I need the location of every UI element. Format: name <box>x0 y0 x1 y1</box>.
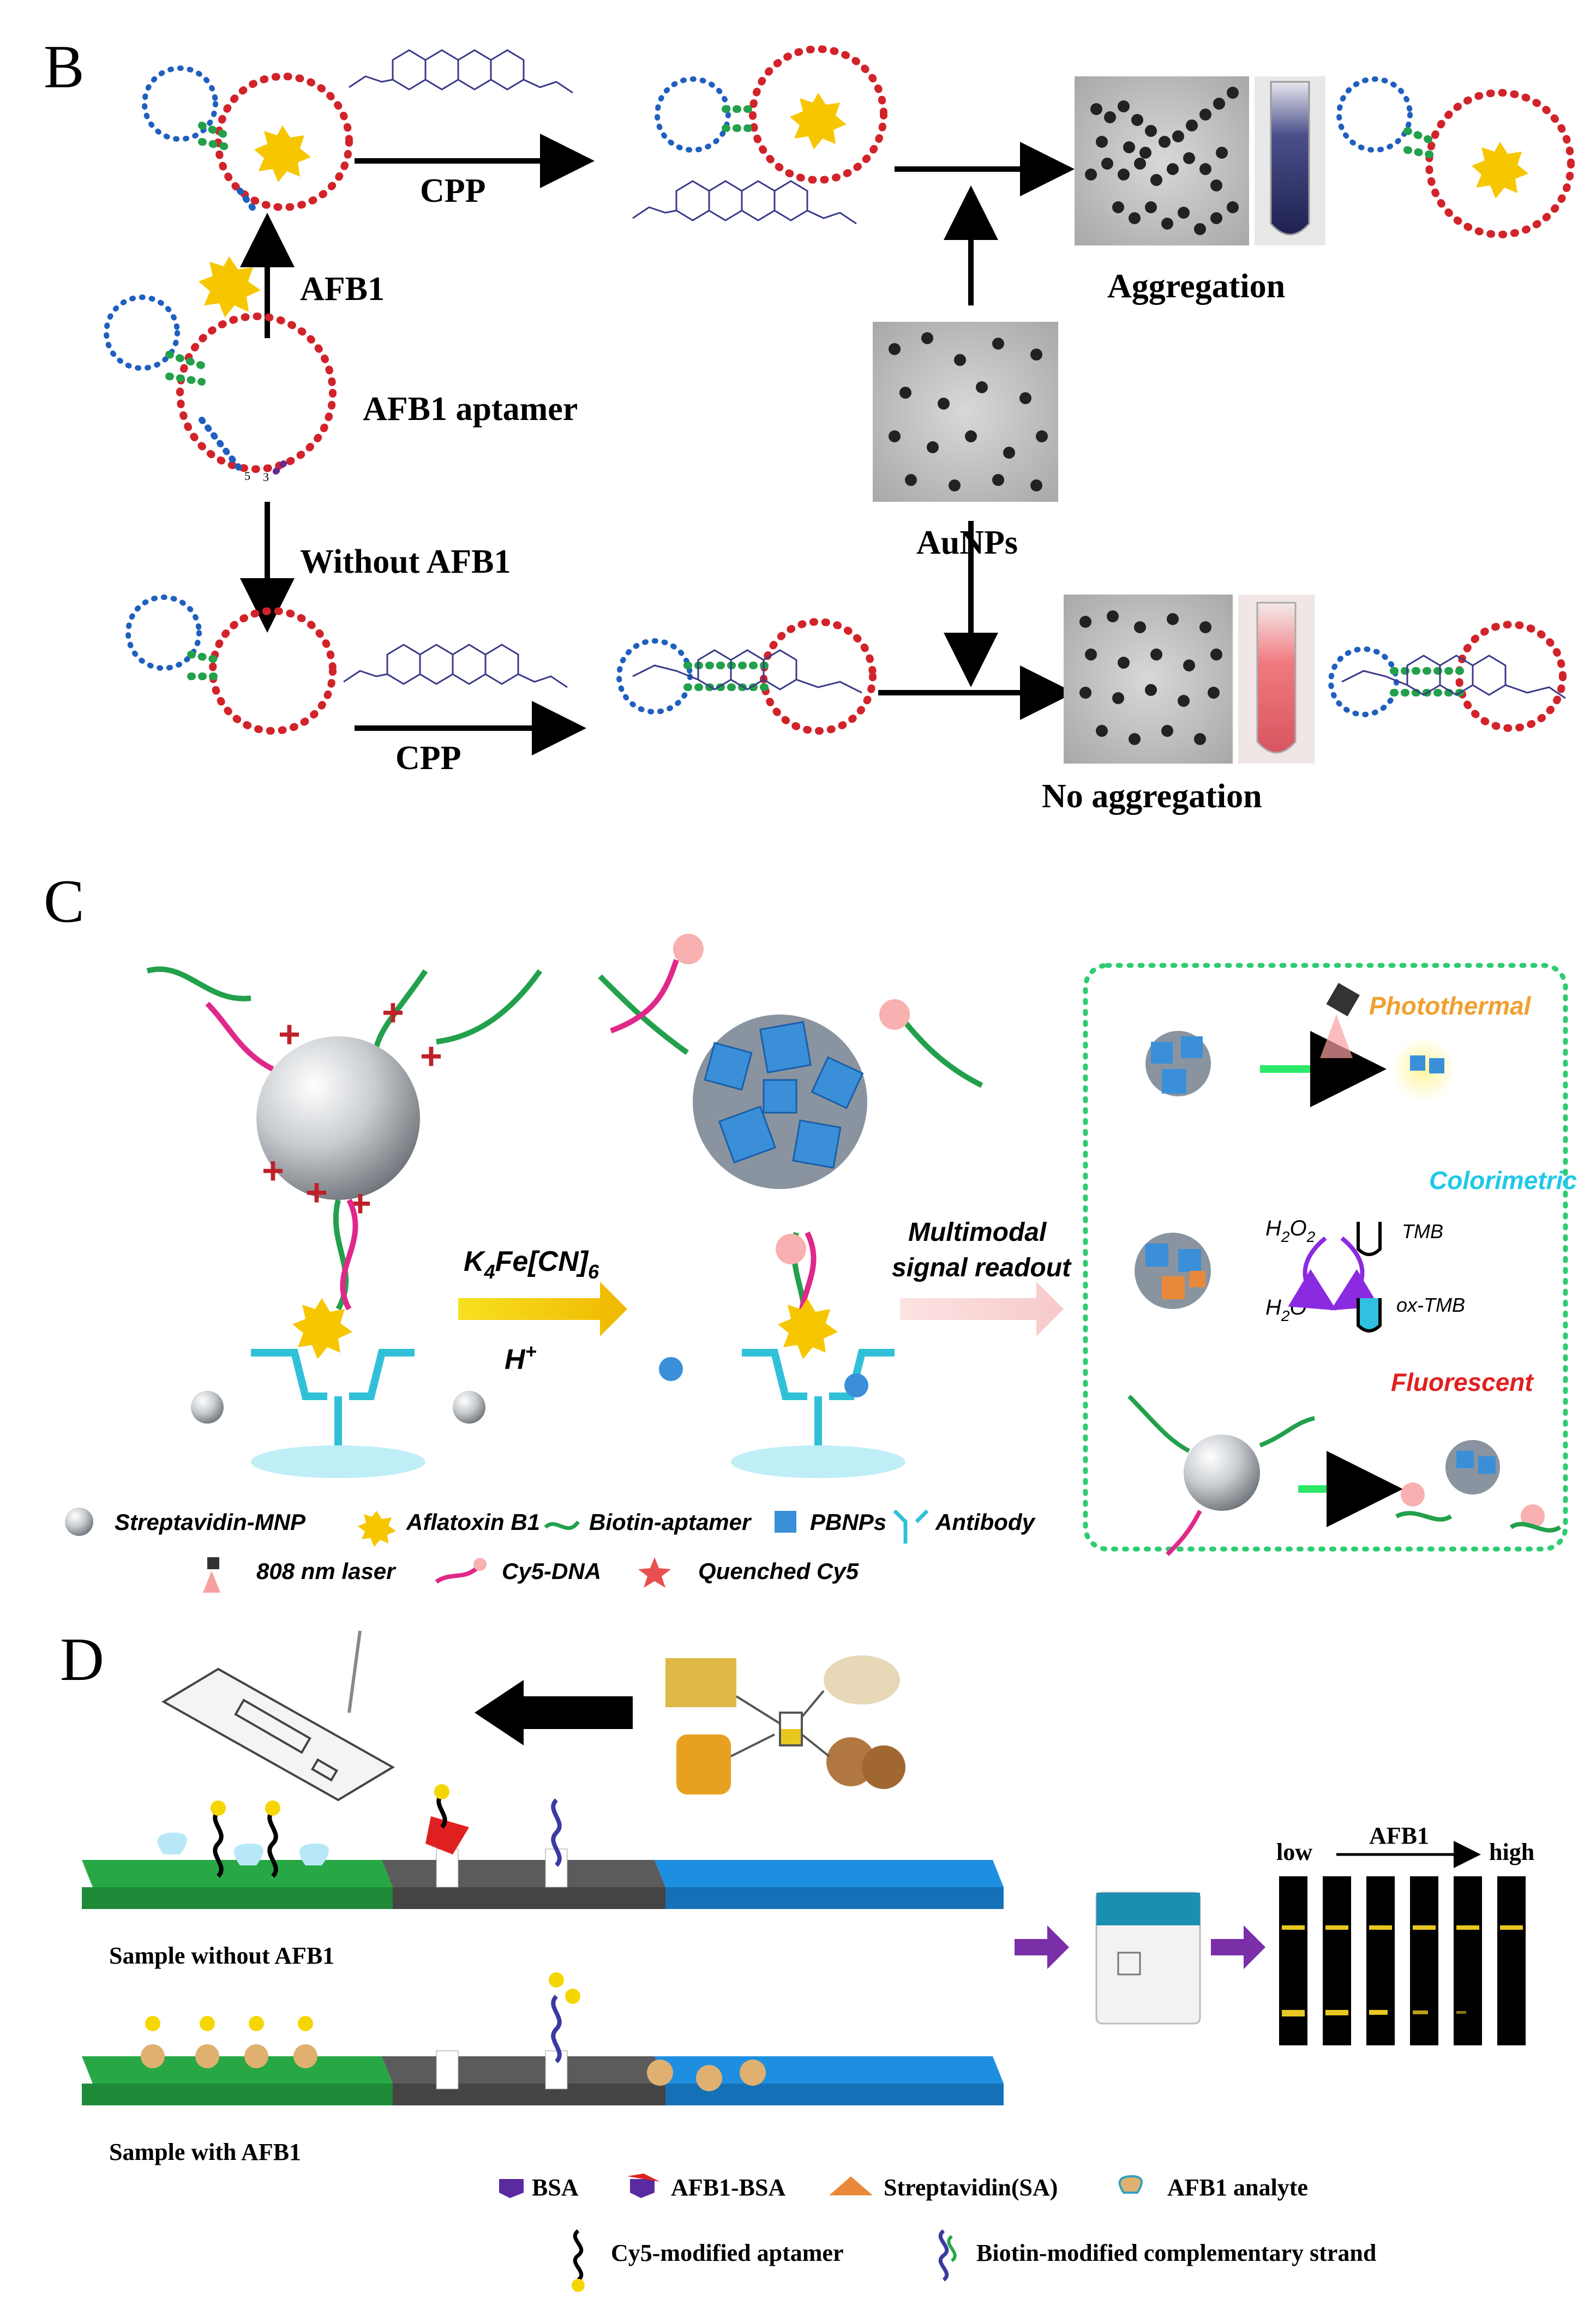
food-samples-icon <box>665 1655 905 1794</box>
svg-text:+: + <box>262 1149 284 1192</box>
aptamer-label: AFB1 aptamer <box>363 391 578 428</box>
legend-antibody: Antibody <box>935 1509 1036 1535</box>
legend-biotin-aptamer: Biotin-aptamer <box>589 1509 752 1535</box>
cpp-free-icon <box>632 180 857 225</box>
colorimetric-label: Colorimetric <box>1429 1166 1577 1194</box>
ox-tmb-label: ox-TMB <box>1396 1294 1465 1316</box>
strip-cassette-icon <box>161 1630 395 1802</box>
multimodal-line1: Multimodal <box>908 1218 1047 1247</box>
aptamer-afb1-released <box>1336 76 1575 238</box>
afb1-arrow-label: AFB1 <box>300 271 385 308</box>
afb1-scale-label: AFB1 <box>1369 1822 1429 1849</box>
tem-aggregation-image <box>1075 76 1325 245</box>
aflatoxin-bound-icon <box>292 1298 352 1359</box>
aptamer-cpp-complex <box>616 618 877 735</box>
strip-without-afb1 <box>82 1784 1004 1909</box>
fluorescent-row: Fluorescent <box>1127 1368 1562 1556</box>
laser-icon <box>1326 982 1360 1017</box>
photothermal-row: Photothermal <box>1145 982 1532 1107</box>
high-label: high <box>1489 1839 1534 1865</box>
multimodal-line2: signal readout <box>892 1253 1072 1282</box>
legend-biotin-strand: Biotin-modified complementary strand <box>976 2240 1376 2266</box>
svg-text:+: + <box>305 1171 328 1214</box>
reaction-arrow <box>458 1282 627 1336</box>
legend-afb1-analyte: AFB1 analyte <box>1167 2174 1308 2201</box>
photothermal-label: Photothermal <box>1369 992 1532 1020</box>
legend-streptavidin-mnp: Streptavidin-MNP <box>115 1509 306 1535</box>
legend-laser: 808 nm laser <box>256 1558 397 1584</box>
h2o-label: H2O <box>1265 1295 1307 1324</box>
legend-cy5-aptamer: Cy5-modified aptamer <box>611 2240 844 2266</box>
legend-bsa: BSA <box>532 2174 579 2201</box>
panel-b: B CPP AFB1 <box>44 33 1575 815</box>
result-strips <box>1274 1876 1546 2045</box>
strip-with-afb1 <box>82 1972 1004 2105</box>
no-aggregation-label: No aggregation <box>1042 778 1262 815</box>
legend-quenched-cy5: Quenched Cy5 <box>698 1558 859 1584</box>
cpp-molecule-icon <box>349 49 573 94</box>
reagent-label: K4Fe[CN]6 <box>464 1246 599 1283</box>
legend-aflatoxin: Aflatoxin B1 <box>406 1509 540 1535</box>
svg-text:+: + <box>382 991 404 1034</box>
readout-frame <box>1083 963 1568 1552</box>
legend-streptavidin: Streptavidin(SA) <box>884 2174 1058 2201</box>
panel-c: C +++ +++ K4Fe[CN]6 H+ <box>44 868 1577 1593</box>
strip-reader-icon <box>1095 1892 1201 2025</box>
aptamer-bound-top-left <box>142 65 353 216</box>
legend-cy5-dna: Cy5-DNA <box>502 1558 601 1584</box>
aunps-label: AuNPs <box>916 524 1018 561</box>
sample-with-label: Sample with AFB1 <box>109 2139 301 2165</box>
cpp-molecule-bottom-icon <box>343 644 568 688</box>
without-afb1-label: Without AFB1 <box>300 543 511 580</box>
legend-pbnps: PBNPs <box>810 1509 886 1535</box>
panel-d-letter: D <box>60 1626 104 1694</box>
cpp-label-top: CPP <box>420 172 486 209</box>
low-label: low <box>1276 1839 1312 1865</box>
cpp-label-bottom: CPP <box>395 740 461 777</box>
sample-without-label: Sample without AFB1 <box>109 1942 334 1969</box>
purple-arrow-1 <box>1015 1925 1069 1969</box>
strand-end-5: 5 <box>244 469 250 483</box>
tem-aunps-image <box>873 322 1058 502</box>
aptamer-afb1-with-cpp <box>655 45 887 184</box>
h2o2-label: H2O2 <box>1265 1216 1316 1245</box>
aptamer-free-center: 5 3 <box>104 295 337 484</box>
legend-afb1-bsa: AFB1-BSA <box>671 2174 785 2201</box>
tmb-tube-icon <box>1357 1222 1382 1256</box>
panel-b-letter: B <box>44 33 85 101</box>
fluorescent-label: Fluorescent <box>1391 1368 1534 1396</box>
panel-d-legend: BSA AFB1-BSA Streptavidin(SA) AFB1 analy… <box>499 2174 1376 2292</box>
afb1-molecule-icon <box>254 125 311 182</box>
pbnp-cluster-icon <box>693 1015 867 1189</box>
aptamer-cpp-complex-right <box>1328 621 1567 732</box>
strand-end-3: 3 <box>263 470 269 484</box>
panel-d: D <box>60 1626 1546 2292</box>
tem-no-aggregation-image <box>1064 595 1315 764</box>
purple-arrow-2 <box>1211 1925 1265 1969</box>
colorimetric-row: Colorimetric H2O2 H2O TMB ox-TMB <box>1135 1166 1577 1332</box>
afb1-free-icon <box>199 256 261 317</box>
signal-arrow <box>900 1282 1064 1336</box>
panel-c-letter: C <box>44 868 85 935</box>
aggregation-label: Aggregation <box>1107 268 1285 305</box>
big-left-arrow <box>475 1680 633 1745</box>
aptamer-free-bottom-left <box>125 595 337 735</box>
antibody-icon <box>251 1298 425 1478</box>
ox-tmb-tube-icon <box>1357 1298 1382 1332</box>
tmb-label: TMB <box>1402 1220 1443 1242</box>
svg-text:+: + <box>278 1013 301 1055</box>
acid-label: H+ <box>505 1340 537 1376</box>
svg-text:+: + <box>420 1035 442 1077</box>
panel-c-legend: Streptavidin-MNP Aflatoxin B1 Biotin-apt… <box>65 1508 1036 1593</box>
streptavidin-mnp-icon: +++ +++ <box>146 966 543 1311</box>
